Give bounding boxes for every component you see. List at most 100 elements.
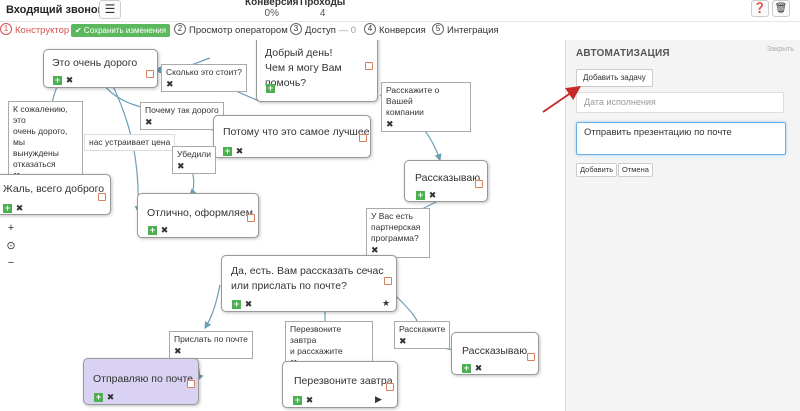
save-changes-button[interactable]: ✔ Сохранить изменения — [71, 24, 171, 37]
node-best[interactable]: Потому что это самое лучшее + ✖ — [213, 115, 371, 158]
tag-text: Расскажите — [399, 324, 446, 334]
add-icon[interactable]: + — [266, 83, 275, 93]
node-text: Отправляю по почте — [93, 373, 194, 385]
step-number: 1 — [0, 23, 12, 36]
call-type-dropdown[interactable]: Входящий звонок ▾ — [0, 0, 119, 20]
node-handle-icon[interactable] — [98, 193, 106, 201]
delete-icon[interactable]: ✖ — [166, 79, 174, 89]
tag-text: нас устраивает цена — [89, 137, 171, 147]
node-handle-icon[interactable] — [527, 353, 535, 361]
delete-icon[interactable]: ✖ — [106, 392, 115, 402]
answer-tag-why-expensive[interactable]: Почему так дорого ✖ — [140, 102, 224, 130]
delete-icon[interactable]: ✖ — [474, 363, 483, 373]
panel-close-link[interactable]: Закрыть — [767, 46, 794, 53]
node-call-tomorrow[interactable]: Перезвоните завтра + ✖ ▶ — [282, 361, 398, 408]
delete-icon[interactable]: ✖ — [386, 119, 394, 129]
node-handle-icon[interactable] — [384, 277, 392, 285]
node-handle-icon[interactable] — [386, 383, 394, 391]
step-number: 5 — [432, 23, 444, 36]
delete-icon[interactable]: ✖ — [177, 161, 185, 171]
node-text: Жаль, всего доброго — [3, 183, 105, 195]
hamburger-icon[interactable]: ☰ — [99, 0, 121, 19]
delete-icon[interactable]: ✖ — [371, 245, 379, 255]
add-icon[interactable]: + — [462, 363, 471, 373]
delete-icon[interactable]: ✖ — [244, 299, 253, 309]
node-very-expensive[interactable]: Это очень дорого + ✖ — [43, 49, 158, 88]
delete-icon[interactable]: ✖ — [145, 117, 153, 127]
delete-icon[interactable]: ✖ — [428, 190, 437, 200]
tag-text: К сожалению, это — [13, 104, 68, 125]
add-icon[interactable]: + — [148, 225, 157, 235]
answer-tag-tell-me[interactable]: Расскажите ✖ — [394, 321, 451, 349]
node-text-line: Добрый день! — [265, 47, 333, 59]
star-icon[interactable]: ★ — [382, 298, 391, 308]
node-handle-icon[interactable] — [146, 70, 154, 78]
node-handle-icon[interactable] — [365, 62, 373, 70]
add-task-button[interactable]: Добавить задачу — [576, 69, 653, 87]
answer-tag-partner[interactable]: У Вас есть партнерская программа? ✖ — [366, 208, 430, 258]
add-icon[interactable]: + — [232, 299, 241, 309]
delete-icon[interactable]: ✖ — [160, 225, 169, 235]
node-handle-icon[interactable] — [187, 380, 195, 388]
answer-tag-send-mail[interactable]: Прислать по почте ✖ — [169, 331, 253, 359]
node-handle-icon[interactable] — [475, 180, 483, 188]
automation-panel: АВТОМАТИЗАЦИЯ Закрыть Добавить задачу Да… — [565, 40, 800, 411]
due-date-input[interactable]: Дата исполнения — [576, 92, 784, 113]
zoom-out-icon[interactable]: − — [7, 257, 15, 269]
zoom-in-icon[interactable]: + — [7, 222, 15, 234]
node-text: Рассказываю — [415, 172, 481, 184]
trash-icon[interactable]: 🗑 — [772, 0, 790, 17]
node-greeting[interactable]: Добрый день! Чем я могу Вам помочь? + — [256, 40, 378, 102]
help-icon[interactable]: ❓ — [751, 0, 769, 17]
answer-tag-convinced[interactable]: Убедили ✖ — [172, 146, 216, 174]
conversion-value: 0% — [264, 8, 279, 19]
add-icon[interactable]: + — [416, 190, 425, 200]
play-icon[interactable]: ▶ — [375, 394, 382, 404]
add-icon[interactable]: + — [53, 75, 62, 85]
delete-icon[interactable]: ✖ — [399, 336, 407, 346]
add-button[interactable]: Добавить — [576, 163, 618, 177]
node-handle-icon[interactable] — [359, 134, 367, 142]
tag-text: очень дорого, мы — [13, 126, 68, 147]
answer-tag-regret[interactable]: К сожалению, это очень дорого, мы вынужд… — [8, 101, 83, 184]
answer-tag-how-much[interactable]: Сколько это стоит? ✖ — [161, 64, 247, 92]
add-icon[interactable]: + — [94, 392, 103, 402]
node-text-line: Да, есть. Вам рассказать сечас — [231, 265, 384, 277]
access-dash: — — [338, 25, 349, 36]
zoom-reset-icon[interactable]: ⊙ — [6, 240, 16, 252]
node-telling[interactable]: Рассказываю + ✖ — [404, 160, 488, 202]
task-textarea[interactable]: Отправить презентацию по почте — [576, 122, 786, 155]
node-excellent[interactable]: Отлично, оформляем + ✖ — [137, 193, 259, 238]
add-icon[interactable]: + — [3, 203, 12, 213]
node-telling-2[interactable]: Рассказываю + ✖ — [451, 332, 539, 375]
passes-value: 4 — [319, 8, 326, 19]
node-yes[interactable]: Да, есть. Вам рассказать сечас или присл… — [221, 255, 397, 312]
add-icon[interactable]: + — [293, 395, 302, 405]
node-sending[interactable]: Отправляю по почте + ✖ — [83, 358, 199, 405]
delete-icon[interactable]: ✖ — [235, 146, 244, 156]
tag-text: Почему так дорого — [145, 105, 219, 115]
delete-icon[interactable]: ✖ — [305, 395, 314, 405]
answer-tag-tell-company[interactable]: Расскажите о Вашей компании ✖ — [381, 82, 471, 132]
constructor-canvas[interactable]: Добрый день! Чем я могу Вам помочь? + Эт… — [0, 40, 565, 411]
node-text: Отлично, оформляем — [147, 207, 253, 219]
delete-icon[interactable]: ✖ — [65, 75, 74, 85]
call-type-label: Входящий звонок — [6, 4, 104, 16]
tag-text: и расскажите — [290, 346, 343, 356]
delete-icon[interactable]: ✖ — [174, 346, 182, 356]
tag-text: У Вас есть — [371, 211, 414, 221]
node-pity[interactable]: Жаль, всего доброго + ✖ — [0, 174, 111, 215]
answer-tag-price-ok[interactable]: нас устраивает цена — [84, 134, 176, 151]
cancel-button[interactable]: Отмена — [618, 163, 653, 177]
add-icon[interactable]: + — [223, 146, 232, 156]
tag-text: отказаться — [13, 159, 56, 169]
tag-text: Сколько это стоит? — [166, 67, 242, 77]
node-handle-icon[interactable] — [247, 214, 255, 222]
delete-icon[interactable]: ✖ — [15, 203, 24, 213]
node-text: Потому что это самое лучшее — [223, 126, 370, 138]
